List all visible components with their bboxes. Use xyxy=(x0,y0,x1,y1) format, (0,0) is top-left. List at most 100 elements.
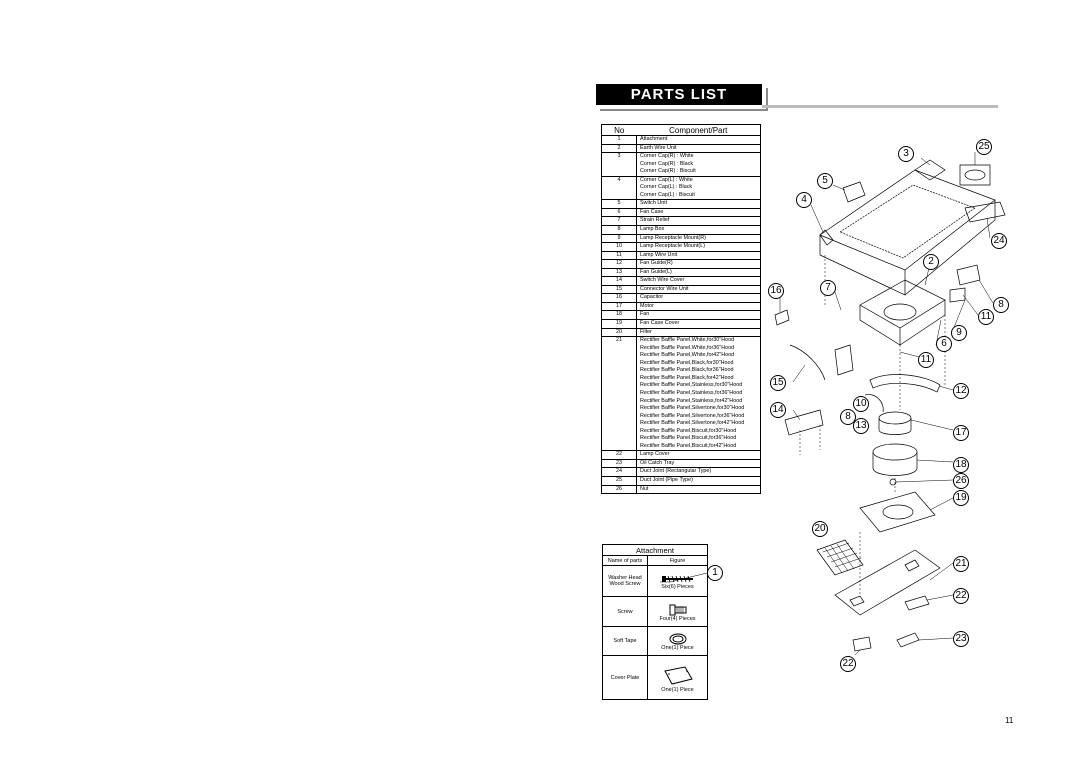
diagram-callout: 17 xyxy=(953,425,969,441)
diagram-callout: 7 xyxy=(820,280,836,296)
leader-line xyxy=(810,204,824,233)
leader-line xyxy=(929,497,954,511)
part-number xyxy=(601,389,637,398)
title-banner-shadow xyxy=(600,88,768,111)
attachment-figure: One(1) Piece xyxy=(647,626,708,656)
lamp-cover-2 xyxy=(852,636,872,652)
part-number: 17 xyxy=(601,302,637,312)
leader-line xyxy=(918,637,954,641)
attachment-name: Cover Plate xyxy=(602,655,648,700)
diagram-callout: 23 xyxy=(953,631,969,647)
attachment-col-figure: Figure xyxy=(647,555,708,566)
part-name: Duct Joint (Rectangular Type) xyxy=(636,467,761,477)
part-name: Corner Cap(R) : Biscuit xyxy=(636,168,761,177)
diagram-callout: 16 xyxy=(768,283,784,299)
filter xyxy=(816,539,864,576)
leader-line xyxy=(895,479,954,483)
leader-line xyxy=(986,217,991,239)
attachment-callout: 1 xyxy=(707,565,723,581)
part-name: Rectifier Baffle Panel,White,for30"Hood xyxy=(640,337,735,344)
part-name: Lamp Box xyxy=(636,225,761,235)
part-name: Lamp Wire Unit xyxy=(636,251,761,261)
part-name: Rectifier Baffle Panel,Stainless,for36"H… xyxy=(640,389,743,396)
part-name: Fan Guide(L) xyxy=(636,268,761,278)
part-number xyxy=(601,435,637,443)
part-name: Strain Relief xyxy=(636,216,761,226)
part-name: Corner Cap(R) : White xyxy=(640,153,694,160)
part-number: 4 xyxy=(601,176,637,185)
leader-line xyxy=(792,364,806,383)
table-row: Corner Cap(L) : Biscuit xyxy=(601,191,761,201)
table-row: Rectifier Baffle Panel,Stainless,for30"H… xyxy=(601,382,761,390)
diagram-callout: 4 xyxy=(796,192,812,208)
part-number: 23 xyxy=(601,459,637,469)
part-number: 26 xyxy=(601,485,637,495)
attachment-col-name: Name of parts xyxy=(602,555,648,566)
diagram-callout: 10 xyxy=(853,396,869,412)
diagram-callout: 21 xyxy=(953,556,969,572)
attachment-qty: One(1) Piece xyxy=(661,686,694,693)
part-name: Corner Cap(L) : Biscuit xyxy=(636,191,761,201)
baffle-panel xyxy=(834,549,941,616)
part-name: Rectifier Baffle Panel,Black,for36"Hood xyxy=(640,367,734,374)
duct-pipe xyxy=(959,164,991,186)
part-name: Duct Joint (Pipe Type) xyxy=(636,476,761,486)
duct-rect xyxy=(964,201,1006,223)
leader-line xyxy=(929,562,954,581)
leader-line xyxy=(834,291,842,311)
part-name: Corner Cap(L) : Black xyxy=(640,184,693,191)
duct-pipe-opening xyxy=(964,169,986,181)
diagram-callout: 12 xyxy=(953,383,969,399)
part-number xyxy=(601,352,637,360)
diagram-callout: 5 xyxy=(817,173,833,189)
leader-line xyxy=(910,419,954,431)
part-number: 19 xyxy=(601,319,637,329)
attachment-leader-line xyxy=(660,572,708,583)
leader-line xyxy=(924,267,930,286)
page-number: 11 xyxy=(1005,716,1014,725)
attachment-title: Attachment xyxy=(602,544,708,556)
exploded-diagram xyxy=(774,152,1006,656)
part-number: 6 xyxy=(601,208,637,218)
fan-case-opening xyxy=(883,303,917,321)
leader-line xyxy=(938,385,954,391)
part-number xyxy=(601,382,637,390)
diagram-callout: 22 xyxy=(953,588,969,604)
lamp-receptacle xyxy=(949,287,966,303)
lamp-cover xyxy=(904,595,930,611)
part-name: Fan Case xyxy=(636,208,761,218)
hood-body-side xyxy=(904,200,996,296)
part-number: 20 xyxy=(601,328,637,338)
part-name: Lamp Receptacle Mount(L) xyxy=(636,242,761,252)
title-rule xyxy=(762,105,998,108)
part-number xyxy=(601,405,637,413)
part-name: Lamp Receptacle Mount(R) xyxy=(636,234,761,244)
diagram-callout: 3 xyxy=(898,146,914,162)
part-name: Switch Wire Cover xyxy=(636,276,761,286)
page-title: PARTS LIST xyxy=(596,84,762,105)
attachment-name: Screw xyxy=(602,596,648,627)
part-number: 22 xyxy=(601,450,637,460)
table-row: Rectifier Baffle Panel,Black,for42"Hood xyxy=(601,374,761,383)
tape-roll-icon xyxy=(669,633,686,645)
fan-case-cover xyxy=(859,491,936,533)
diagram-callout: 6 xyxy=(936,336,952,352)
table-row: Rectifier Baffle Panel,Black,for30"Hood xyxy=(601,359,761,368)
part-number: 9 xyxy=(601,234,637,244)
part-number xyxy=(601,168,637,177)
leader-line xyxy=(962,294,979,316)
part-name: Fan Case Cover xyxy=(636,319,761,329)
lamp-box-small xyxy=(834,344,854,376)
